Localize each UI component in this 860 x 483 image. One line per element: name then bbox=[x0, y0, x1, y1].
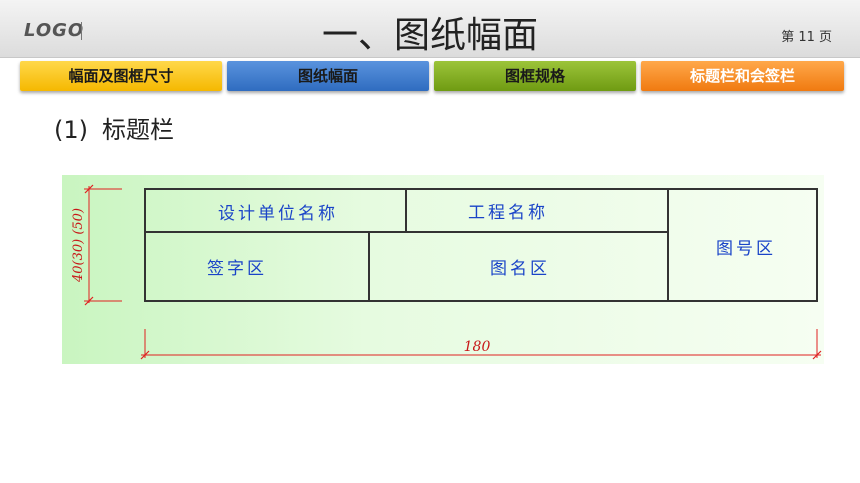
logo-divider bbox=[81, 22, 82, 40]
dim-width-label: 180 bbox=[464, 339, 491, 355]
cell-signature: 签字区 bbox=[207, 259, 267, 279]
cell-drawing-number: 图号区 bbox=[716, 239, 776, 259]
section-number: (1) bbox=[54, 116, 88, 144]
title-block-svg: 设计单位名称 工程名称 签字区 图名区 图号区 40(30) (50) 180 bbox=[71, 184, 822, 360]
cell-design-unit: 设计单位名称 bbox=[218, 204, 338, 224]
tab-drawing-size[interactable]: 图纸幅面 bbox=[227, 61, 429, 91]
dim-width-tick-right bbox=[812, 350, 822, 360]
tab-title-block[interactable]: 标题栏和会签栏 bbox=[641, 61, 844, 91]
section-title: 标题栏 bbox=[102, 116, 174, 144]
title-block-diagram: 设计单位名称 工程名称 签字区 图名区 图号区 40(30) (50) 180 bbox=[62, 175, 824, 364]
logo: LOGO bbox=[24, 20, 85, 41]
title-block-frame bbox=[144, 188, 818, 302]
slide-header: LOGO 一、图纸幅面 第 11 页 bbox=[0, 0, 860, 58]
cell-project-name: 工程名称 bbox=[468, 203, 548, 223]
nav-tabs: 幅面及图框尺寸 图纸幅面 图框规格 标题栏和会签栏 bbox=[20, 61, 844, 91]
tab-frame-spec[interactable]: 图框规格 bbox=[434, 61, 636, 91]
page-number: 第 11 页 bbox=[781, 30, 832, 45]
page-title: 一、图纸幅面 bbox=[321, 15, 538, 56]
dim-width-tick-left bbox=[140, 350, 150, 360]
dim-height-tick-bottom bbox=[84, 296, 94, 306]
cell-drawing-name: 图名区 bbox=[490, 259, 550, 279]
tab-frame-size[interactable]: 幅面及图框尺寸 bbox=[20, 61, 222, 91]
dim-height-label: 40(30) (50) bbox=[71, 208, 86, 283]
section-heading: (1) 标题栏 bbox=[54, 110, 174, 145]
dim-height-tick-top bbox=[84, 184, 94, 194]
